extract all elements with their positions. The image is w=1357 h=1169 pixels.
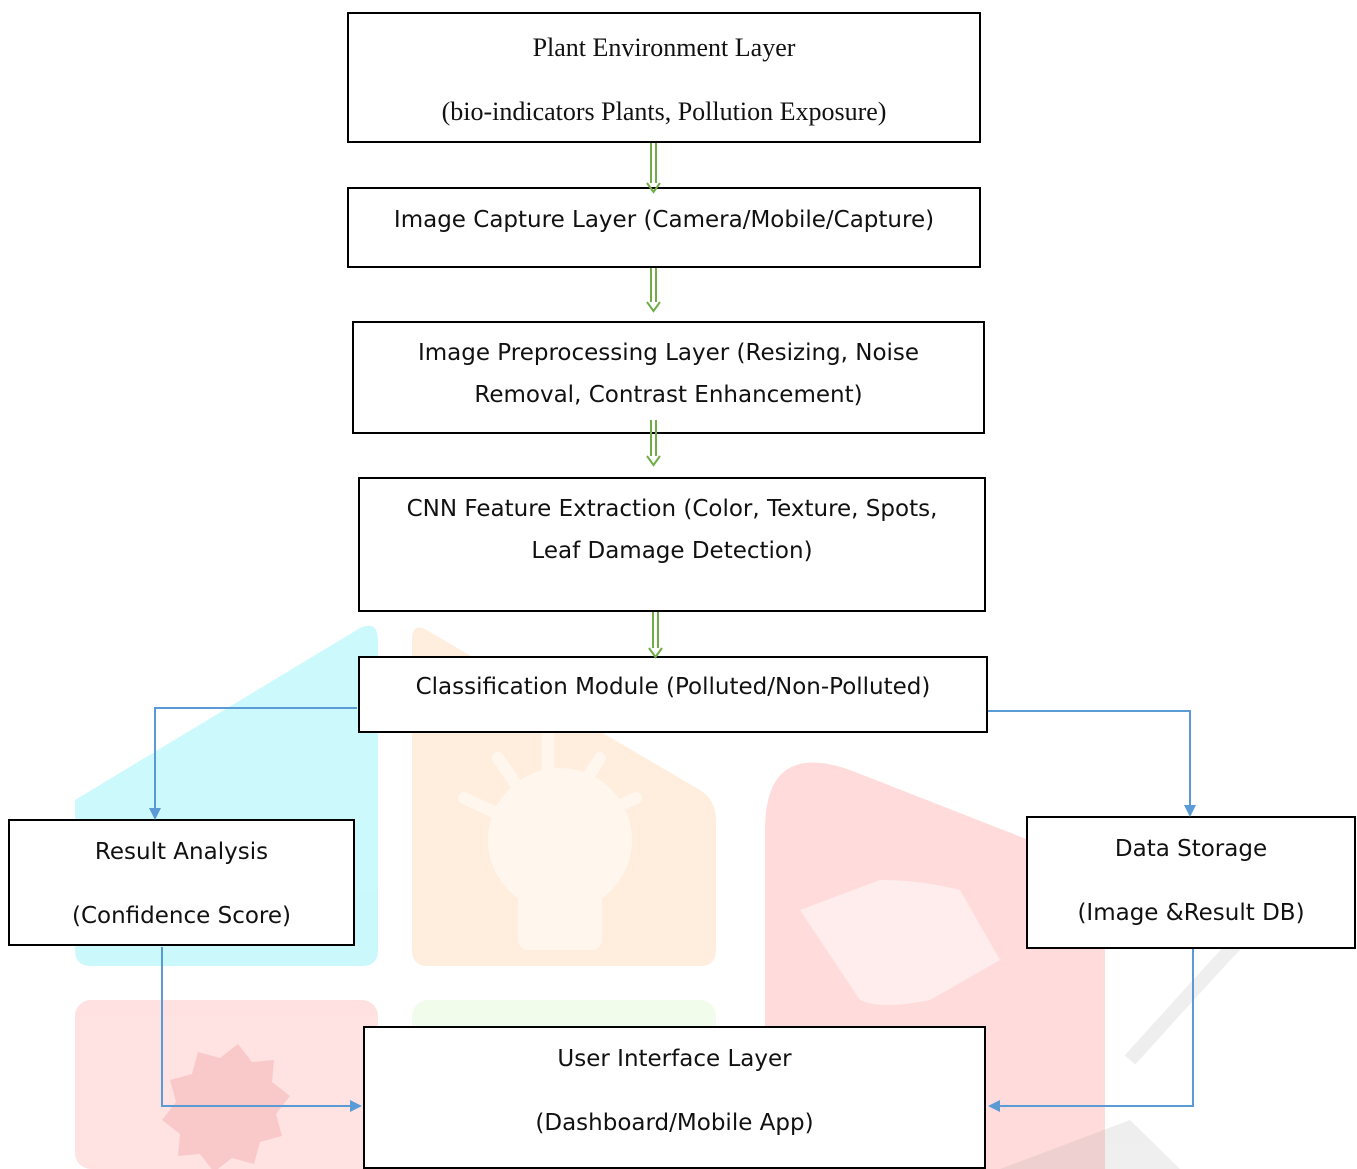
image-preprocessing-line2: Removal, Contrast Enhancement) [474, 382, 863, 408]
cnn-feature-line2: Leaf Damage Detection) [531, 538, 813, 564]
result-analysis-box: Result Analysis (Confidence Score) [8, 819, 355, 946]
image-preprocessing-line1: Image Preprocessing Layer (Resizing, Noi… [417, 340, 920, 366]
user-interface-subtitle: (Dashboard/Mobile App) [535, 1110, 814, 1136]
plant-environment-subtitle: (bio-indicators Plants, Pollution Exposu… [441, 96, 887, 126]
plant-environment-title: Plant Environment Layer [532, 32, 796, 62]
data-storage-title: Data Storage [1114, 836, 1268, 862]
cnn-feature-extraction-box: CNN Feature Extraction (Color, Texture, … [358, 477, 986, 612]
image-capture-layer-box: Image Capture Layer (Camera/Mobile/Captu… [347, 187, 981, 268]
data-storage-subtitle: (Image &Result DB) [1077, 900, 1305, 926]
result-analysis-subtitle: (Confidence Score) [72, 903, 291, 929]
image-capture-title: Image Capture Layer (Camera/Mobile/Captu… [393, 207, 935, 233]
classification-title: Classification Module (Polluted/Non-Poll… [415, 674, 931, 700]
book-icon [800, 880, 1000, 1005]
user-interface-title: User Interface Layer [557, 1046, 792, 1072]
result-analysis-title: Result Analysis [94, 839, 269, 865]
classification-module-box: Classification Module (Polluted/Non-Poll… [358, 656, 988, 733]
user-interface-layer-box: User Interface Layer (Dashboard/Mobile A… [363, 1026, 986, 1169]
cnn-feature-line1: CNN Feature Extraction (Color, Texture, … [406, 496, 938, 522]
data-storage-box: Data Storage (Image &Result DB) [1026, 816, 1356, 949]
image-preprocessing-layer-box: Image Preprocessing Layer (Resizing, Noi… [352, 321, 985, 434]
plant-environment-layer-box: Plant Environment Layer (bio-indicators … [347, 12, 981, 143]
bulb-icon [488, 768, 632, 912]
